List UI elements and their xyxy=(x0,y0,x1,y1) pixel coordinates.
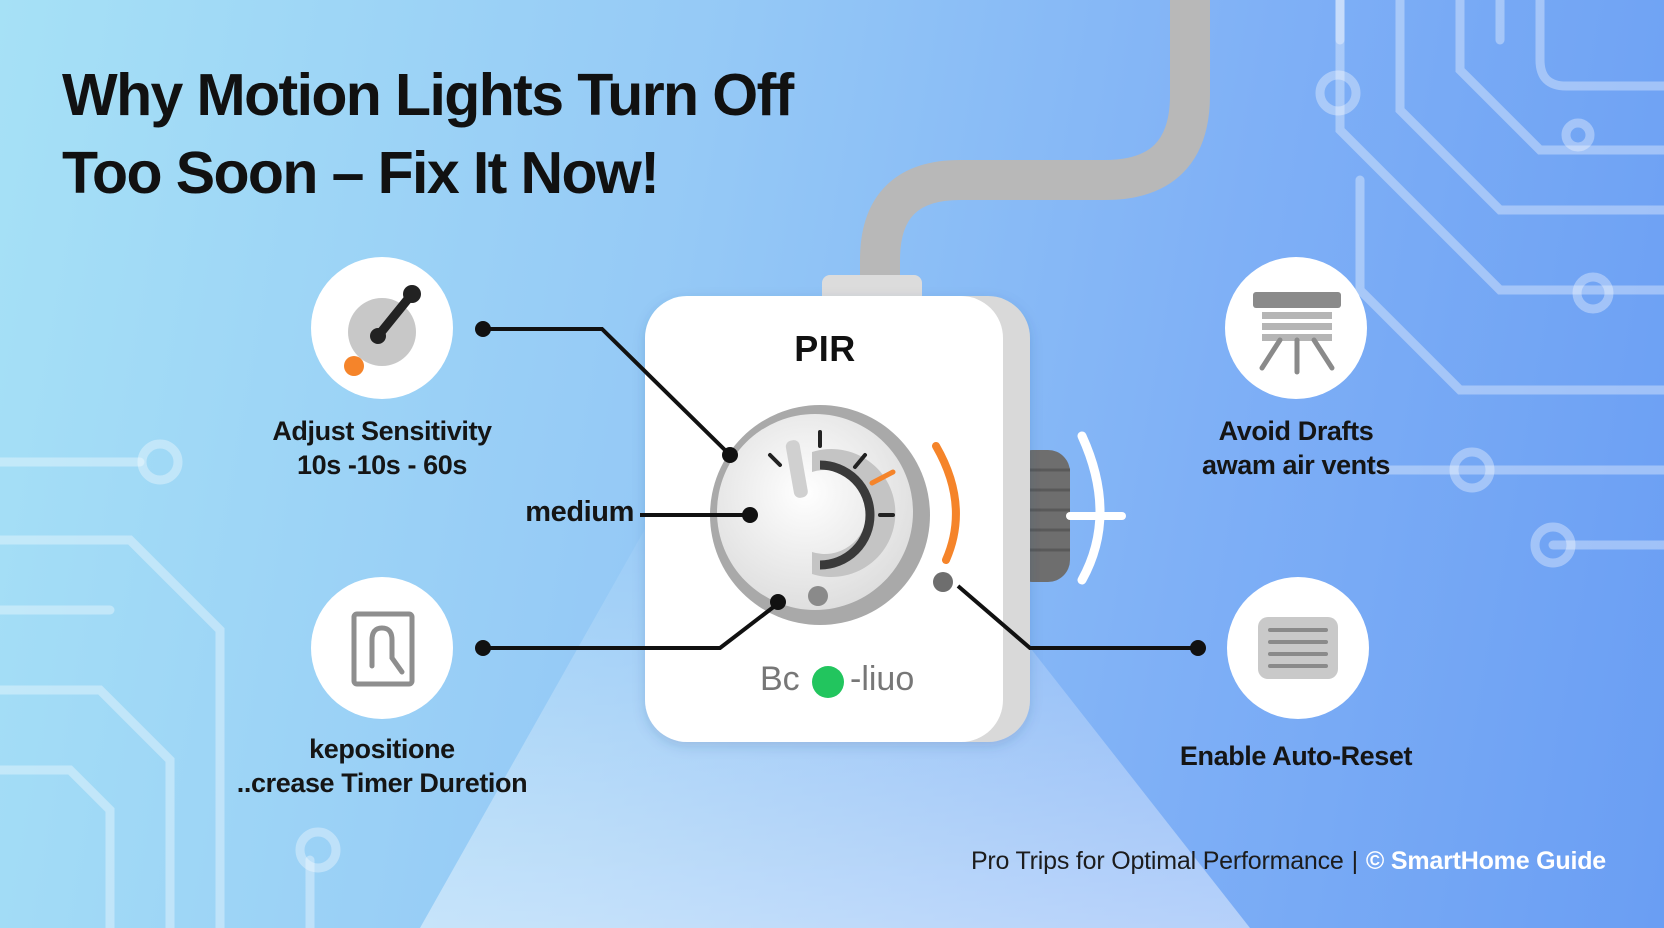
callout-reposition: kepositione ..crease Timer Duretion xyxy=(222,732,542,800)
air-vent-icon xyxy=(1253,292,1341,375)
footer: Pro Trips for Optimal Performance|© Smar… xyxy=(971,847,1606,876)
icon-badge-autoreset[interactable] xyxy=(1227,577,1369,719)
device-label: PIR xyxy=(794,328,856,369)
icon-badge-sensitivity[interactable] xyxy=(311,257,453,399)
sensor-frame-icon xyxy=(351,611,415,687)
callout-sensitivity-range: 10s -10s - 60s xyxy=(296,450,468,480)
dial-knob-icon xyxy=(344,285,421,376)
status-text-left: Bc xyxy=(760,660,800,698)
icon-badge-reposition[interactable] xyxy=(311,577,453,719)
callout-drafts-title: Avoid Drafts xyxy=(1218,416,1374,446)
page-title: Why Motion Lights Turn Off Too Soon – Fi… xyxy=(62,56,794,212)
footer-separator: | xyxy=(1351,847,1359,875)
range-indicator xyxy=(932,442,960,564)
callout-sensitivity-title: Adjust Sensitivity xyxy=(272,416,492,446)
status-led xyxy=(812,666,844,698)
callout-drafts: Avoid Drafts awam air vents xyxy=(1146,414,1446,482)
callout-connectors xyxy=(483,327,1198,650)
signal-wave-icon xyxy=(1077,431,1105,585)
vent-grille-icon xyxy=(1258,617,1338,679)
footer-brand: © SmartHome Guide xyxy=(1365,847,1606,875)
callout-reposition-title: kepositione xyxy=(309,734,455,764)
status-text-right: -liuo xyxy=(850,660,915,698)
callout-autoreset: Enable Auto-Reset xyxy=(1146,739,1446,773)
sensitivity-dial[interactable] xyxy=(710,405,930,625)
callout-autoreset-title: Enable Auto-Reset xyxy=(1179,741,1413,771)
power-cable xyxy=(860,0,1210,320)
callout-medium: medium xyxy=(525,496,634,528)
footer-text: Pro Trips for Optimal Performance xyxy=(970,847,1344,875)
callout-drafts-detail: awam air vents xyxy=(1201,450,1390,480)
callout-dots xyxy=(475,321,1206,656)
callout-reposition-detail: ..crease Timer Duretion xyxy=(236,768,528,798)
callout-sensitivity: Adjust Sensitivity 10s -10s - 60s xyxy=(232,414,532,482)
title-line-1: Why Motion Lights Turn Off xyxy=(62,62,794,128)
dial-stop xyxy=(933,572,953,592)
title-line-2: Too Soon – Fix It Now! xyxy=(62,140,660,206)
icon-badge-drafts[interactable] xyxy=(1225,257,1367,399)
